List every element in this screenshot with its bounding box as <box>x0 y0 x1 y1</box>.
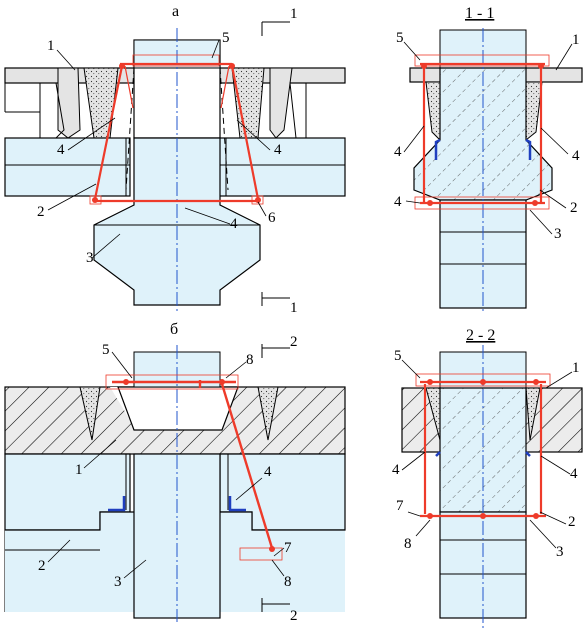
callout-a-4-mid: 4 <box>230 216 238 232</box>
callout-22-1: 1 <box>572 360 580 376</box>
callout-b-2: 2 <box>38 558 46 574</box>
callout-a-5: 5 <box>222 30 230 46</box>
callout-b-8-bottom: 8 <box>284 574 292 590</box>
view-a: а 1 1 1 5 4 4 2 6 4 3 <box>4 3 346 316</box>
rigging-a <box>93 62 260 203</box>
section-1-bottom-label: 1 <box>290 300 298 316</box>
beam-left-a <box>4 137 131 197</box>
section-1-top-label: 1 <box>290 6 298 22</box>
callout-22-4-right: 4 <box>570 466 578 482</box>
callout-22-7: 7 <box>396 498 404 514</box>
callout-b-8-top: 8 <box>246 352 254 368</box>
callout-a-2: 2 <box>37 204 45 220</box>
callout-a-4-left: 4 <box>57 142 65 158</box>
rigging-b <box>112 380 274 549</box>
callout-a-6: 6 <box>268 210 276 226</box>
section-2-2-title: 2 - 2 <box>466 327 495 344</box>
callout-a-3: 3 <box>86 250 94 266</box>
slab-cavity-b <box>117 386 239 431</box>
view-b: б 2 2 5 8 1 4 2 3 7 8 <box>4 321 346 624</box>
callout-b-7: 7 <box>284 540 292 556</box>
callout-11-2: 2 <box>570 200 578 216</box>
callout-a-1: 1 <box>47 38 55 54</box>
callout-22-2: 2 <box>568 514 576 530</box>
section-1-1: 1 - 1 5 1 4 4 4 2 3 <box>394 5 583 312</box>
section-1-1-title: 1 - 1 <box>465 5 494 22</box>
view-b-title: б <box>170 321 178 338</box>
callout-22-4-left: 4 <box>392 462 400 478</box>
callout-11-4-right: 4 <box>572 148 580 164</box>
callout-b-1: 1 <box>75 462 83 478</box>
callout-a-4-right: 4 <box>274 142 282 158</box>
callout-11-3: 3 <box>554 226 562 242</box>
callout-22-8: 8 <box>404 536 412 552</box>
grout-joint-right <box>231 67 265 139</box>
view-a-title: а <box>172 3 179 20</box>
callout-b-5: 5 <box>102 342 110 358</box>
section-2-2: 2 - 2 5 1 4 4 7 2 8 3 <box>392 327 583 630</box>
callout-11-4-bottom: 4 <box>394 194 402 210</box>
callout-22-5: 5 <box>394 348 402 364</box>
callout-11-5: 5 <box>396 30 404 46</box>
callout-b-4: 4 <box>264 464 272 480</box>
callout-11-1: 1 <box>572 32 580 48</box>
section-2-bottom-label: 2 <box>290 608 298 624</box>
beam-right-a <box>217 137 346 197</box>
callout-11-4-left: 4 <box>394 144 402 160</box>
callout-22-3: 3 <box>556 544 564 560</box>
callout-b-3: 3 <box>114 574 122 590</box>
section-2-top-label: 2 <box>290 334 298 350</box>
